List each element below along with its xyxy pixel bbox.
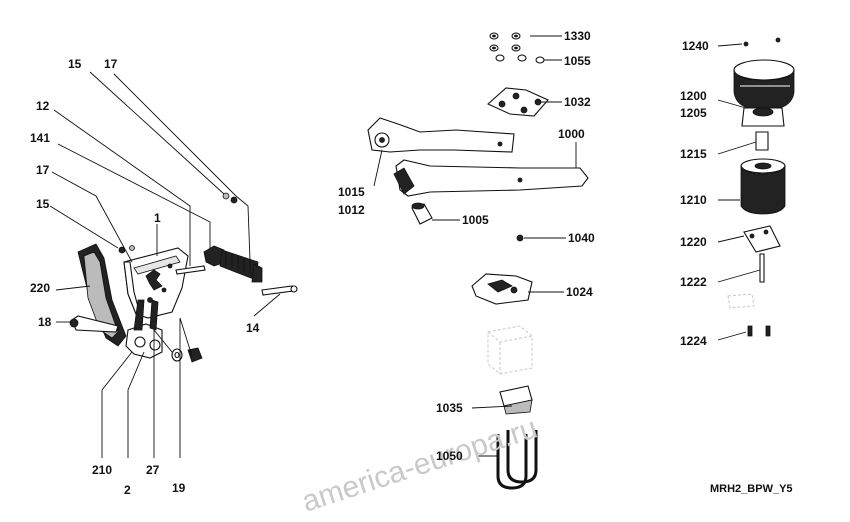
label-1050: 1050 [436, 449, 463, 463]
label-1200: 1200 [680, 89, 707, 103]
label-1000: 1000 [558, 127, 585, 141]
label-141: 141 [30, 131, 50, 145]
label-15-top: 15 [68, 57, 82, 71]
label-1224: 1224 [680, 334, 707, 348]
label-1222: 1222 [680, 275, 707, 289]
label-19: 19 [172, 481, 186, 495]
label-1205: 1205 [680, 106, 707, 120]
label-17: 17 [36, 163, 50, 177]
label-15: 15 [36, 197, 50, 211]
label-12: 12 [36, 99, 50, 113]
label-2: 2 [124, 483, 131, 497]
label-1012: 1012 [338, 203, 365, 217]
label-210: 210 [92, 463, 112, 477]
label-1005: 1005 [462, 213, 489, 227]
label-220: 220 [30, 281, 50, 295]
washers-1055 [495, 54, 545, 64]
label-1215: 1215 [680, 147, 707, 161]
bracket-assembly [49, 71, 298, 458]
part-labels: 15 17 12 141 17 15 1 220 18 14 210 2 27 … [30, 29, 793, 497]
label-1015: 1015 [338, 185, 365, 199]
air-spring-assembly [717, 37, 795, 341]
label-27: 27 [146, 463, 160, 477]
label-1032: 1032 [564, 95, 591, 109]
label-1024: 1024 [566, 285, 593, 299]
label-17-top: 17 [104, 57, 118, 71]
label-1210: 1210 [680, 193, 707, 207]
label-1220: 1220 [680, 235, 707, 249]
label-1055: 1055 [564, 54, 591, 68]
diagram-code: MRH2_BPW_Y5 [710, 483, 793, 495]
trailing-arm-assembly [367, 32, 589, 490]
label-14: 14 [246, 321, 260, 335]
label-1040: 1040 [568, 231, 595, 245]
nuts-1330 [489, 32, 521, 52]
watermark: america-europa.ru [298, 412, 541, 519]
label-18: 18 [38, 315, 52, 329]
label-1330: 1330 [564, 29, 591, 43]
label-1240: 1240 [682, 39, 709, 53]
label-1035: 1035 [436, 401, 463, 415]
label-1: 1 [154, 211, 161, 225]
